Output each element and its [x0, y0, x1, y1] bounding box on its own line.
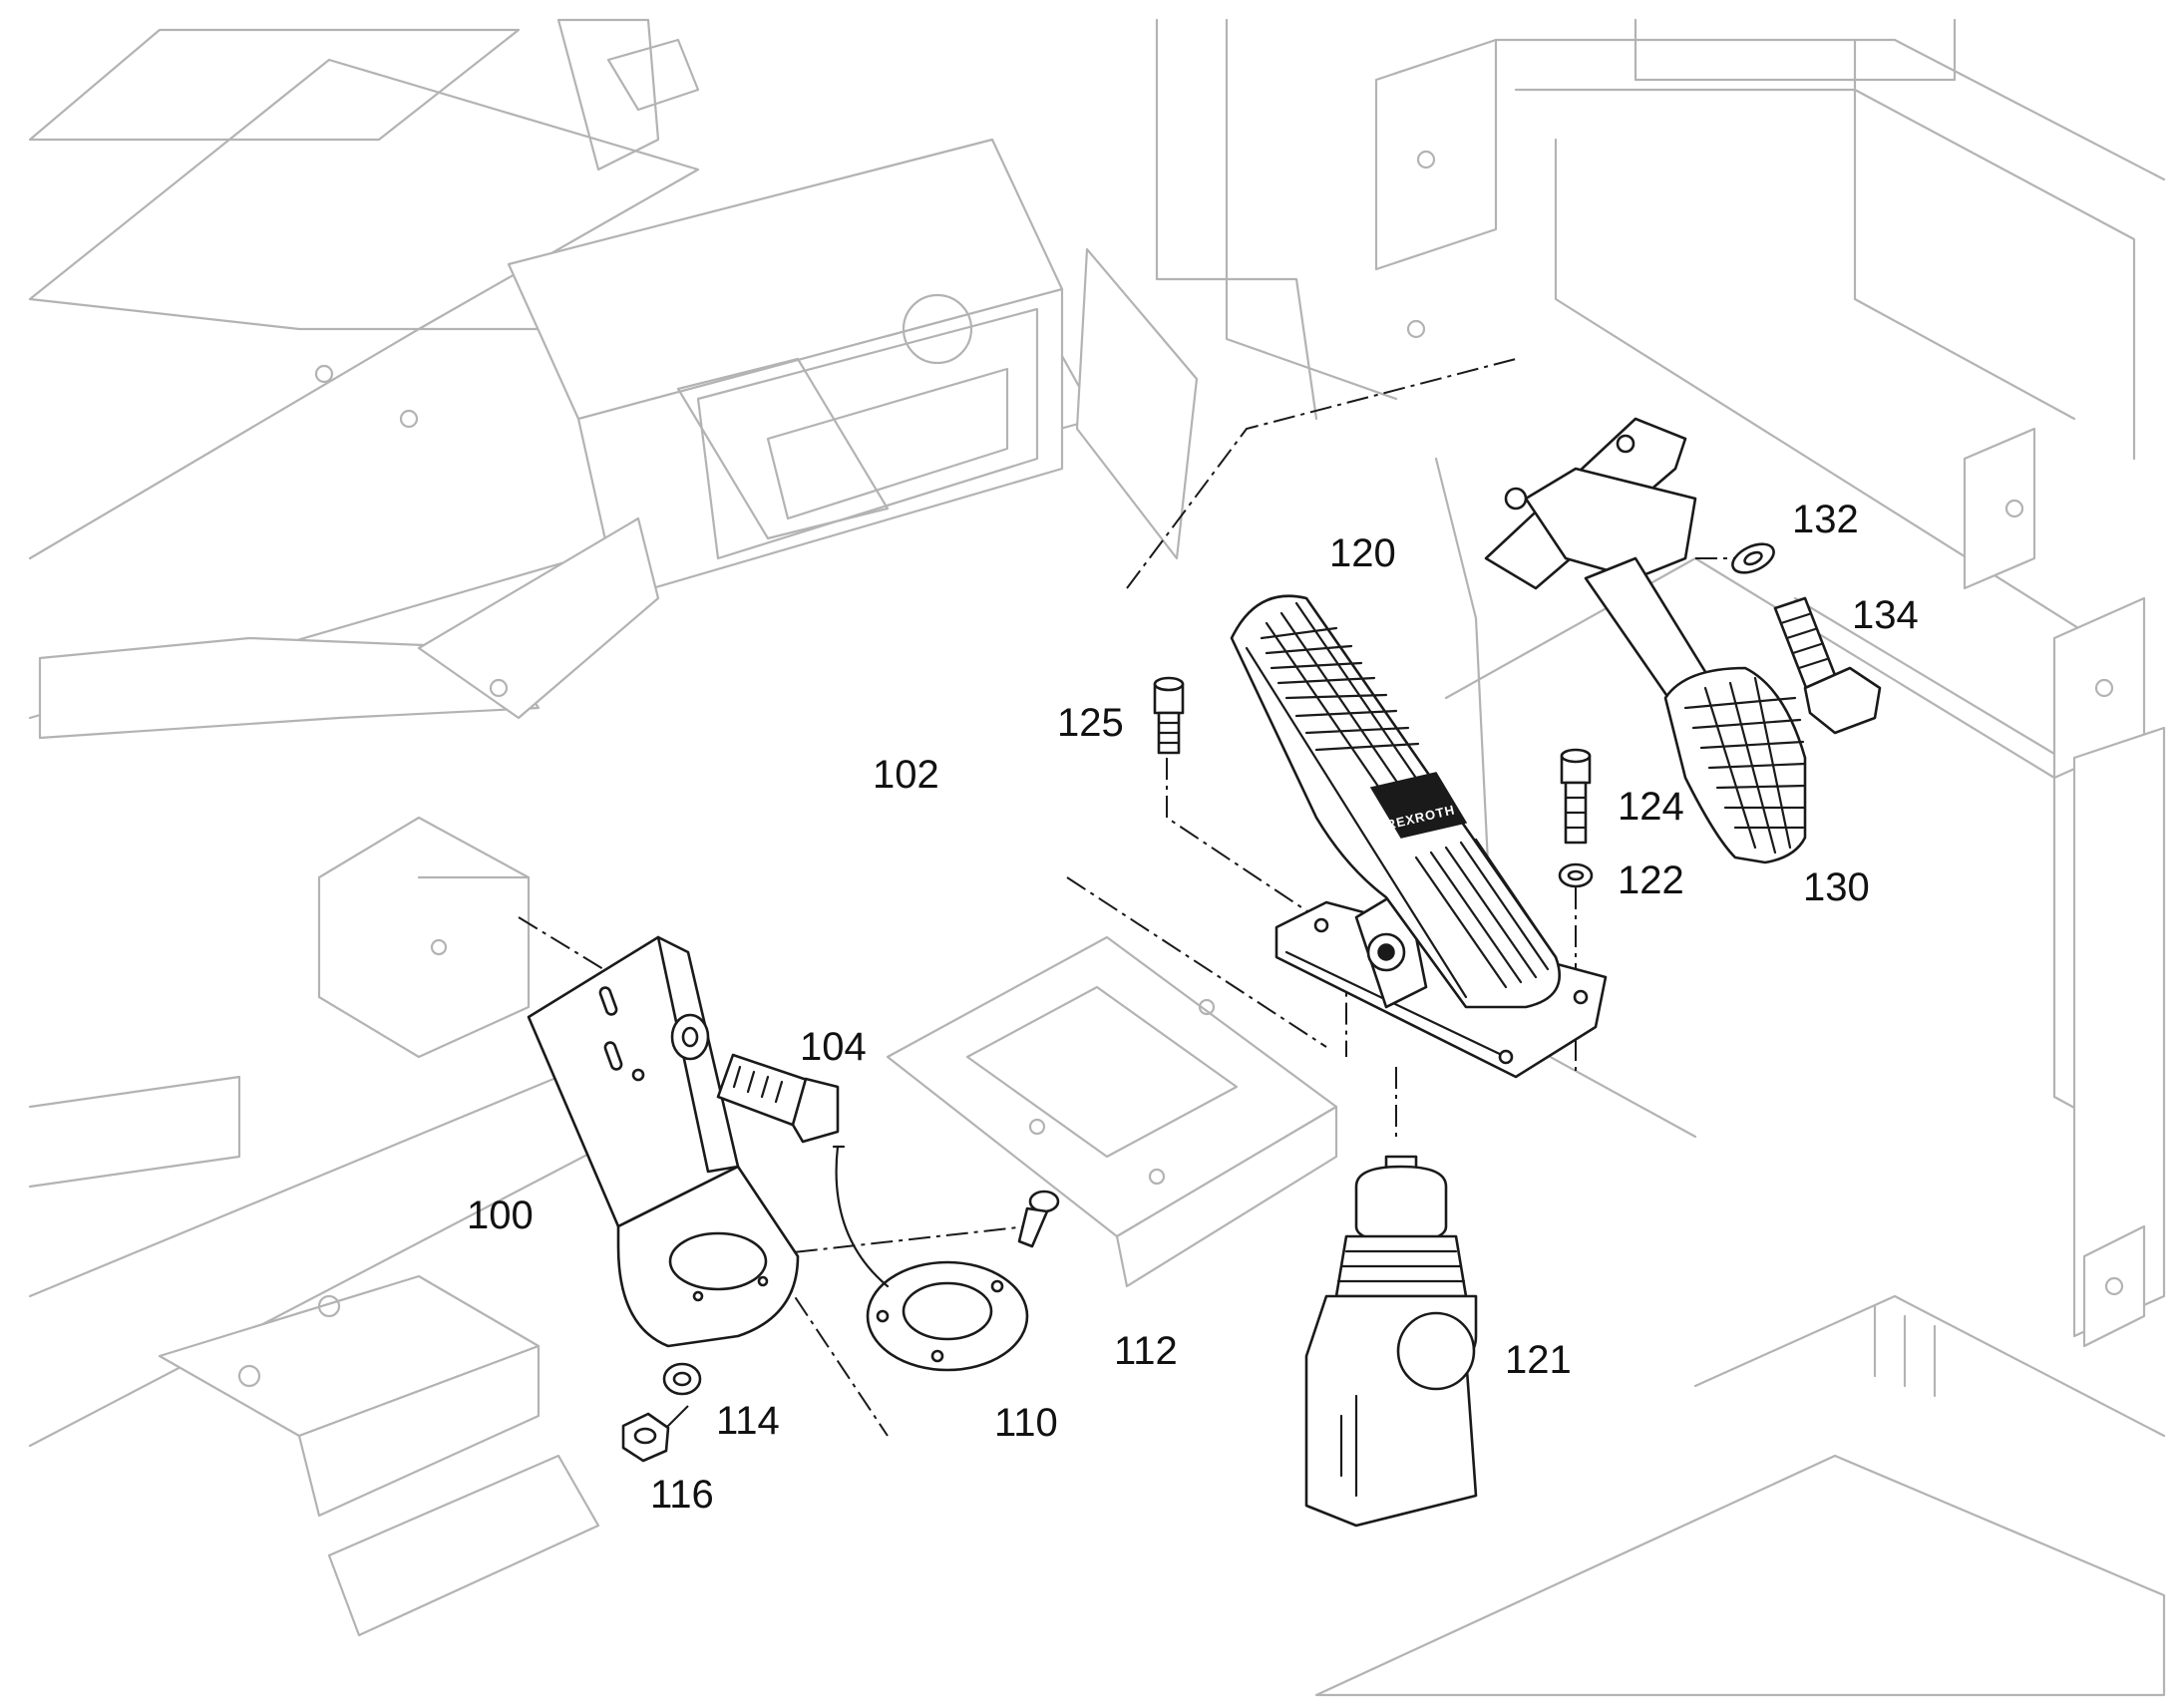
- callout-125: 125: [1057, 701, 1124, 745]
- part-125-cap-screw: [1153, 676, 1185, 755]
- callout-132: 132: [1792, 498, 1859, 541]
- callout-110: 110: [994, 1401, 1058, 1445]
- machine-frame: [28, 18, 2166, 1697]
- callout-121: 121: [1505, 1338, 1572, 1382]
- part-116-nut: [621, 1412, 670, 1463]
- callout-labels: 100 102 104 110 112 114 116 120 121 122 …: [467, 498, 1919, 1517]
- part-121-position-sensor: [1304, 1155, 1478, 1528]
- callout-122: 122: [1618, 858, 1684, 902]
- callout-100: 100: [467, 1194, 534, 1237]
- callout-124: 124: [1618, 785, 1684, 829]
- part-124-cap-screw: [1560, 748, 1592, 845]
- callout-130: 130: [1803, 865, 1870, 909]
- callout-134: 134: [1852, 593, 1919, 637]
- part-134-hex-bolt: [1773, 596, 1882, 735]
- callout-120: 120: [1329, 531, 1396, 575]
- callout-104: 104: [800, 1025, 867, 1069]
- callout-116: 116: [650, 1473, 714, 1517]
- part-112-screw: [1017, 1190, 1060, 1248]
- part-100-mounting-bracket: [527, 935, 800, 1348]
- callout-102: 102: [873, 753, 939, 797]
- part-114-washer: [662, 1362, 702, 1396]
- part-130-brake-pedal: [1484, 417, 1807, 864]
- part-102-washer: [670, 1013, 710, 1061]
- part-120-accelerator-pedal: REXROTH: [1230, 594, 1608, 1079]
- callout-114: 114: [716, 1399, 780, 1443]
- part-104-hex-bolt: [716, 1053, 840, 1144]
- part-110-sensor-plate: [832, 1145, 1029, 1372]
- callout-112: 112: [1114, 1329, 1178, 1373]
- part-122-washer: [1558, 862, 1594, 888]
- part-132-washer: [1731, 542, 1775, 574]
